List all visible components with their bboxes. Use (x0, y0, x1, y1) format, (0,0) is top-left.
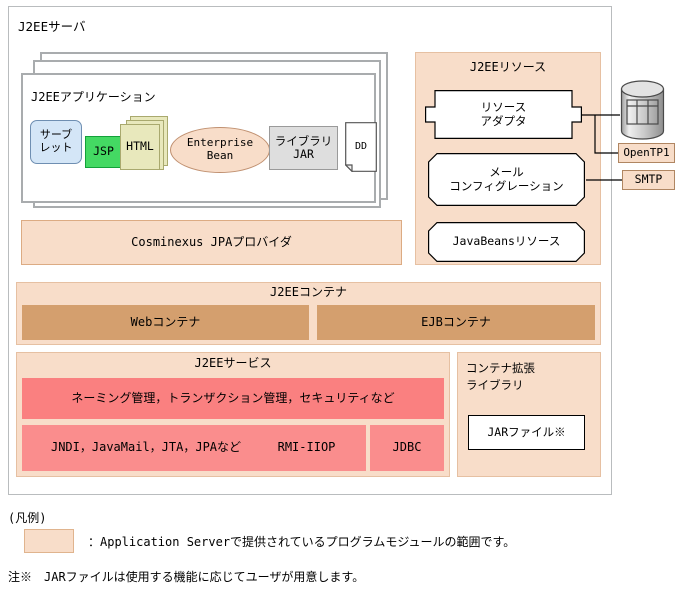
j2ee-resources-title: J2EEリソース (469, 60, 547, 75)
component-jsp: JSP (85, 136, 122, 168)
component-html: HTML (120, 124, 160, 170)
legend-heading: (凡例) (8, 511, 47, 525)
j2ee-application-title: J2EEアプリケーション (31, 90, 156, 104)
mail-configuration-shape (428, 153, 585, 206)
service-naming-transaction-security: ネーミング管理，トランザクション管理，セキュリティなど (22, 378, 444, 419)
component-html-label: HTML (126, 139, 154, 154)
j2ee-server-title: J2EEサーバ (18, 19, 86, 34)
legend-color-swatch (24, 529, 74, 553)
component-servlet-label: サーブレット (39, 128, 73, 154)
service-jdbc: JDBC (370, 425, 444, 471)
component-servlet: サーブレット (30, 120, 82, 164)
container-extension-library-title: コンテナ拡張ライブラリ (466, 361, 535, 392)
component-dd-label: DD (354, 141, 368, 153)
container-extension-library-panel (457, 352, 601, 477)
cosminexus-jpa-provider-label: Cosminexus JPAプロバイダ (131, 234, 292, 249)
ejb-container-box: EJBコンテナ (317, 305, 595, 340)
container-extension-library-jar: JARファイル※ (468, 415, 585, 450)
j2ee-container-title: J2EEコンテナ (270, 285, 347, 300)
external-smtp: SMTP (622, 170, 675, 190)
service-jndi-javamail-jta-jpa: JNDI，JavaMail，JTA，JPAなど (22, 425, 270, 471)
service-rmi-iiop: RMI-IIOP (247, 425, 366, 471)
database-cylinder-icon (620, 80, 665, 140)
legend-note: 注※ JARファイルは使用する機能に応じてユーザが用意します。 (8, 570, 365, 584)
component-jsp-label: JSP (93, 144, 114, 159)
cosminexus-jpa-provider: Cosminexus JPAプロバイダ (21, 220, 402, 265)
web-container-box: Webコンテナ (22, 305, 309, 340)
javabeans-resource-label: JavaBeansリソース (452, 234, 561, 249)
external-opentp1: OpenTP1 (618, 143, 675, 163)
mail-configuration-label: メールコンフィグレーション (449, 164, 564, 193)
dd-document-icon (345, 122, 377, 172)
javabeans-resource-shape (428, 222, 585, 262)
j2ee-services-title: J2EEサービス (194, 356, 272, 371)
resource-adapter-label: リソースアダプタ (480, 99, 527, 128)
legend-swatch-text: ：Application Serverで提供されているプログラムモジュールの範囲… (88, 535, 516, 549)
resource-connector-lines (575, 70, 688, 200)
resource-adapter-shape (425, 90, 582, 139)
